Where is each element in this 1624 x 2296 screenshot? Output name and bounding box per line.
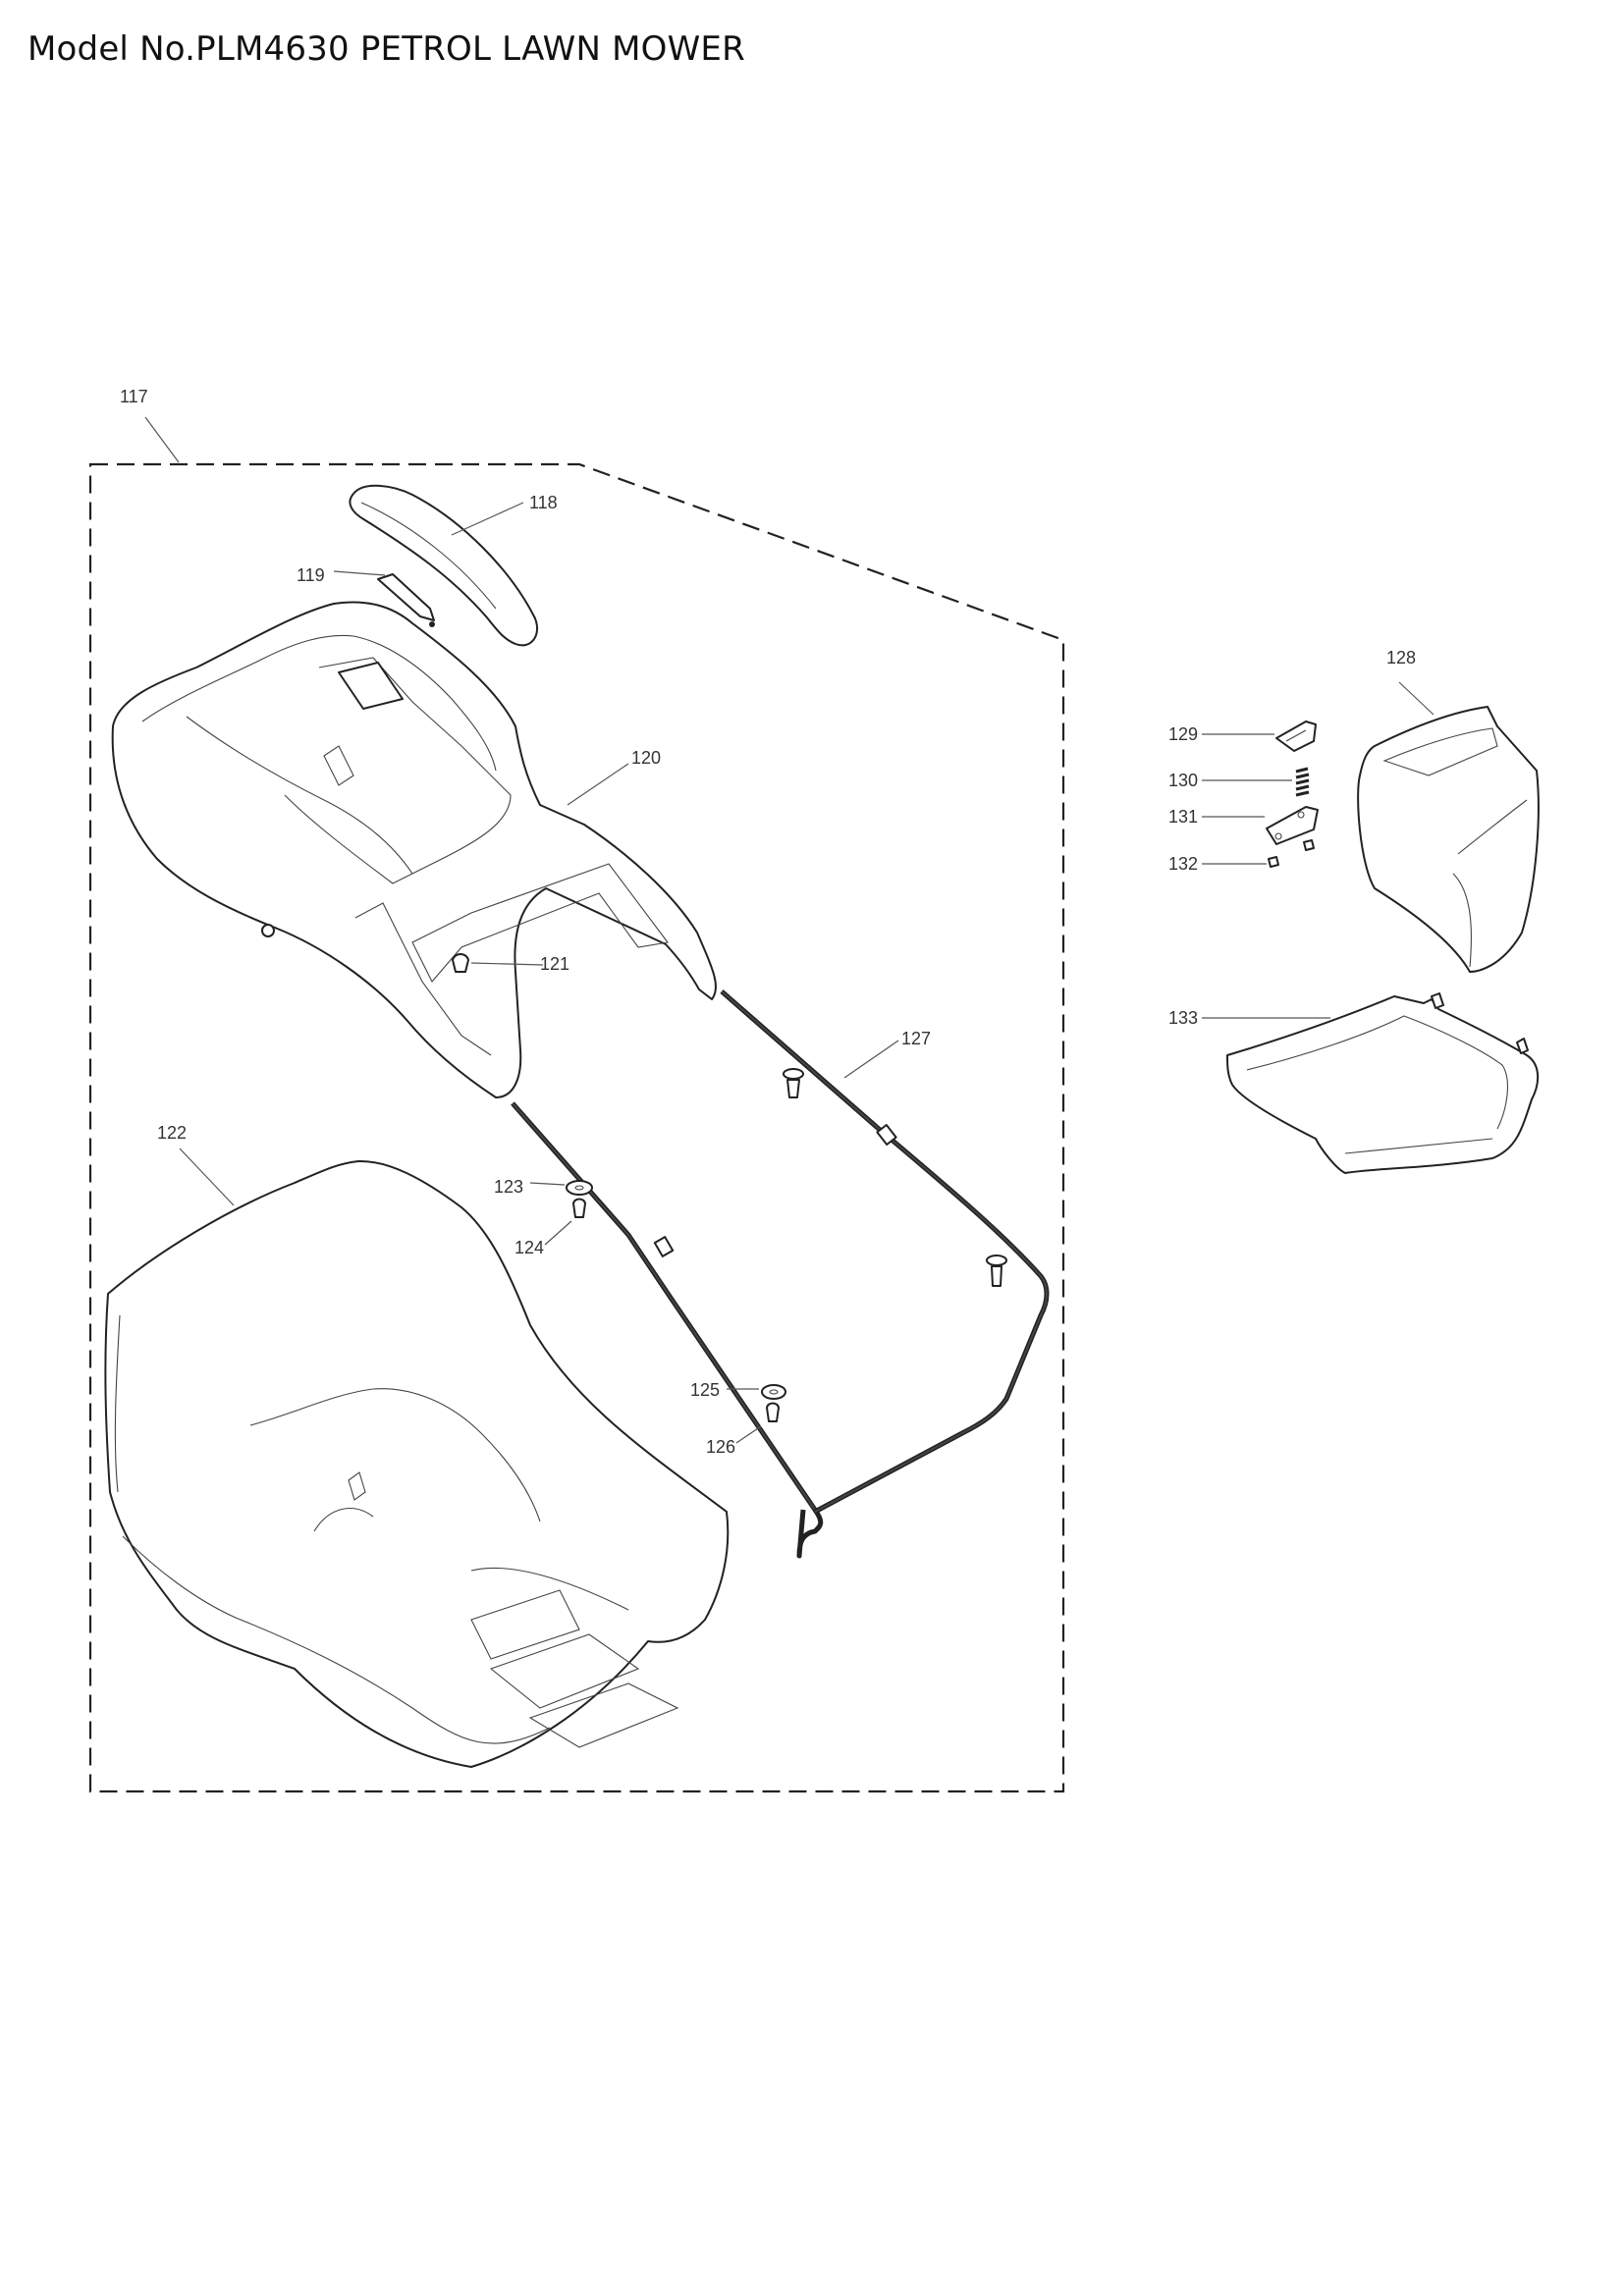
callout-124: 124 (514, 1238, 544, 1257)
part-120-box-cover-drawing (111, 601, 717, 1098)
assembly-boundary (88, 462, 1065, 1793)
part-123-124-fasteners-drawing (566, 1180, 593, 1218)
callout-125: 125 (690, 1380, 720, 1400)
callout-123: 123 (494, 1177, 523, 1197)
callout-131: 131 (1168, 807, 1198, 827)
part-133-lid-drawing (1226, 992, 1540, 1174)
callout-130: 130 (1168, 771, 1198, 790)
callout-118: 118 (529, 493, 558, 512)
part-127-wire-frame-drawing (511, 989, 1050, 1559)
callout-labels: 117 118 119 120 121 122 123 124 125 126 … (120, 387, 1416, 1457)
callout-133: 133 (1168, 1008, 1198, 1028)
part-122-box-body-drawing (104, 1159, 730, 1768)
page-title: Model No.PLM4630 PETROL LAWN MOWER (27, 29, 745, 69)
callout-122: 122 (157, 1123, 187, 1143)
callout-121: 121 (540, 954, 569, 974)
callout-127: 127 (901, 1029, 931, 1048)
part-121-screw-drawing (452, 953, 469, 973)
callout-126: 126 (706, 1437, 735, 1457)
callout-128: 128 (1386, 648, 1416, 667)
callout-132: 132 (1168, 854, 1198, 874)
part-119-flap-drawing (377, 573, 435, 627)
part-128-rear-flap-drawing (1357, 706, 1540, 973)
part-129-132-latch-drawing (1266, 721, 1319, 868)
part-118-grip-drawing (349, 484, 538, 647)
callout-119: 119 (297, 565, 325, 585)
leader-lines (144, 416, 1435, 1444)
callout-120: 120 (631, 748, 661, 768)
callout-129: 129 (1168, 724, 1198, 744)
part-125-126-fasteners-drawing (761, 1384, 786, 1422)
callout-117: 117 (120, 387, 148, 406)
